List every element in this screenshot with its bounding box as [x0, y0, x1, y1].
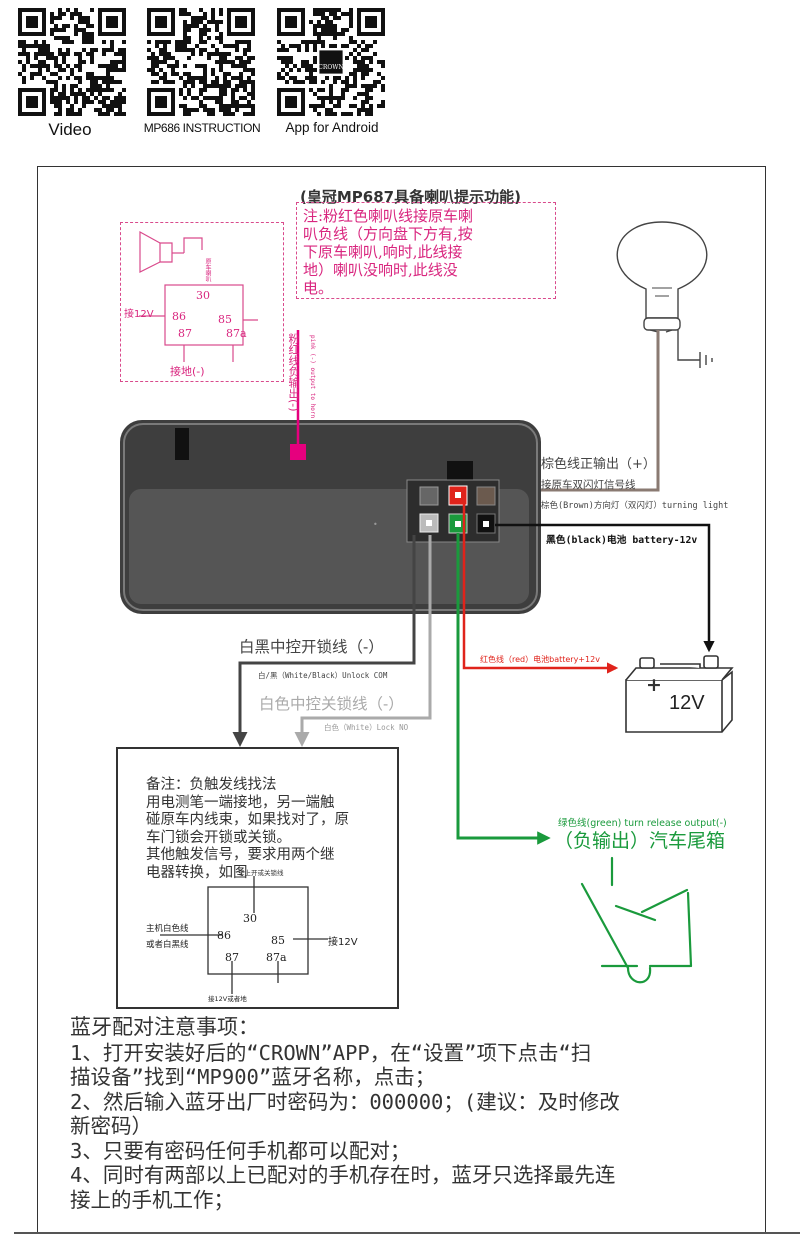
horn-relay-box — [120, 222, 284, 382]
remark-pin-86: 86 — [217, 929, 231, 942]
relay-pin-85: 85 — [218, 313, 232, 326]
diagram-title: (皇冠MP687具备喇叭提示功能) — [300, 188, 521, 206]
remark-pin-85: 85 — [271, 934, 285, 947]
bluetooth-line: 新密码） — [70, 1114, 152, 1138]
relay-pin-87a: 87a — [226, 327, 247, 340]
red-wire-label: 红色线（red）电池battery+12v — [480, 655, 600, 664]
battery-plus: + — [646, 674, 662, 696]
black-wire — [495, 523, 715, 653]
qr-caption-video: Video — [48, 120, 92, 139]
white-wire — [294, 535, 432, 747]
svg-text:•: • — [373, 520, 378, 529]
remark-relay-left2: 或者白黑线 — [146, 940, 189, 950]
qr-caption-instruction: MP686 INSTRUCTION — [143, 121, 261, 135]
horn-note-text: 注:粉红色喇叭线接原车喇 叭负线（方向盘下方有,按 下原车喇叭,响时,此线接 地… — [303, 207, 474, 297]
white-black-wire — [232, 535, 416, 747]
remark-pin-87: 87 — [225, 951, 239, 964]
relay-pin-87: 87 — [178, 327, 192, 340]
remark-relay-bottom: 接12V或者地 — [208, 995, 247, 1003]
qr-caption-android: App for Android — [285, 120, 379, 135]
qr-code-android-app[interactable]: CROWN — [277, 8, 385, 116]
battery-label: 12V — [669, 692, 705, 714]
bluetooth-line: 2、然后输入蓝牙出厂时密码为：000000；(建议：及时修改 — [70, 1089, 620, 1114]
remark-box: 备注：负触发线找法 用电测笔一端接地，另一端触 碰原车内线束，如果找对了，原 车… — [116, 747, 399, 1009]
alarm-main-unit: • — [120, 420, 541, 614]
white-wire-label-en: 白色（White）Lock NO — [324, 723, 409, 732]
brown-wire-label-en: 棕色(Brown)方向灯（双闪灯）turning light — [541, 501, 729, 511]
red-wire — [462, 495, 619, 674]
remark-relay-top: 车上开或关锁线 — [238, 869, 284, 877]
horn-note-box: 注:粉红色喇叭线接原车喇 叭负线（方向盘下方有,按 下原车喇叭,响时,此线接 地… — [296, 202, 556, 299]
bluetooth-line: 4、同时有两部以上已配对的手机存在时，蓝牙只选择最先连 — [70, 1163, 616, 1187]
remark-relay-drawing — [160, 876, 328, 994]
green-wire — [456, 533, 551, 845]
turn-light-bulb-icon — [616, 221, 713, 368]
white-wire-label-cn: 白色中控关锁线（-） — [259, 695, 404, 713]
green-wire-label-en: 绿色线(green) turn release output(-) — [558, 818, 727, 829]
relay-pin-30: 30 — [196, 289, 210, 302]
trunk-sketch — [580, 856, 693, 984]
remark-relay-left1: 主机白色线 — [146, 924, 189, 934]
relay-pin-86: 86 — [172, 310, 186, 323]
bluetooth-line: 接上的手机工作； — [70, 1187, 234, 1212]
relay-label-12v: 接12V — [124, 309, 154, 320]
horn-relay-drawing — [139, 230, 258, 362]
relay-label-ground: 接地(-) — [170, 365, 205, 378]
black-wire-label: 黑色(black)电池 battery-12v — [546, 535, 698, 546]
bluetooth-line: 1、打开安装好后的“CROWN”APP，在“设置”项下点击“扫 — [70, 1040, 592, 1065]
brown-wire — [490, 330, 660, 492]
brown-wire-label-cn: 棕色线正输出（+） — [541, 457, 656, 472]
remark-pin-30: 30 — [243, 912, 257, 925]
pink-wire-label: 粉红线负输出(-) — [287, 333, 300, 412]
bluetooth-heading: 蓝牙配对注意事项： — [70, 1015, 259, 1039]
qr-code-video[interactable] — [18, 8, 126, 116]
bluetooth-line: 3、只要有密码任何手机都可以配对； — [70, 1138, 411, 1163]
crown-logo: CROWN — [318, 64, 343, 71]
qr-code-instruction[interactable] — [147, 8, 255, 116]
divider — [14, 1232, 800, 1234]
remark-relay-right: 接12V — [328, 937, 358, 948]
green-wire-label-cn: （负输出）汽车尾箱 — [554, 830, 726, 852]
relay-label-horn: 原车喇叭 — [204, 258, 211, 282]
brown-wire-label-cn2: 接原车双闪灯信号线 — [541, 479, 636, 491]
pink-wire-label-en: pink (-) output to horn — [309, 335, 316, 419]
bluetooth-line: 描设备”找到“MP900”蓝牙名称，点击； — [70, 1065, 436, 1089]
battery-icon — [625, 655, 734, 733]
bluetooth-notes: 蓝牙配对注意事项： 1、打开安装好后的“CROWN”APP，在“设置”项下点击“… — [70, 1015, 620, 1212]
white-black-wire-label-cn: 白黑中控开锁线（-） — [239, 638, 384, 656]
remark-text: 备注：负触发线找法 用电测笔一端接地，另一端触 碰原车内线束，如果找对了，原 车… — [146, 777, 349, 881]
remark-pin-87a: 87a — [266, 951, 287, 964]
pink-connector — [290, 444, 306, 460]
white-black-wire-label-en: 白/黑（White/Black）Unlock COM — [258, 671, 388, 680]
